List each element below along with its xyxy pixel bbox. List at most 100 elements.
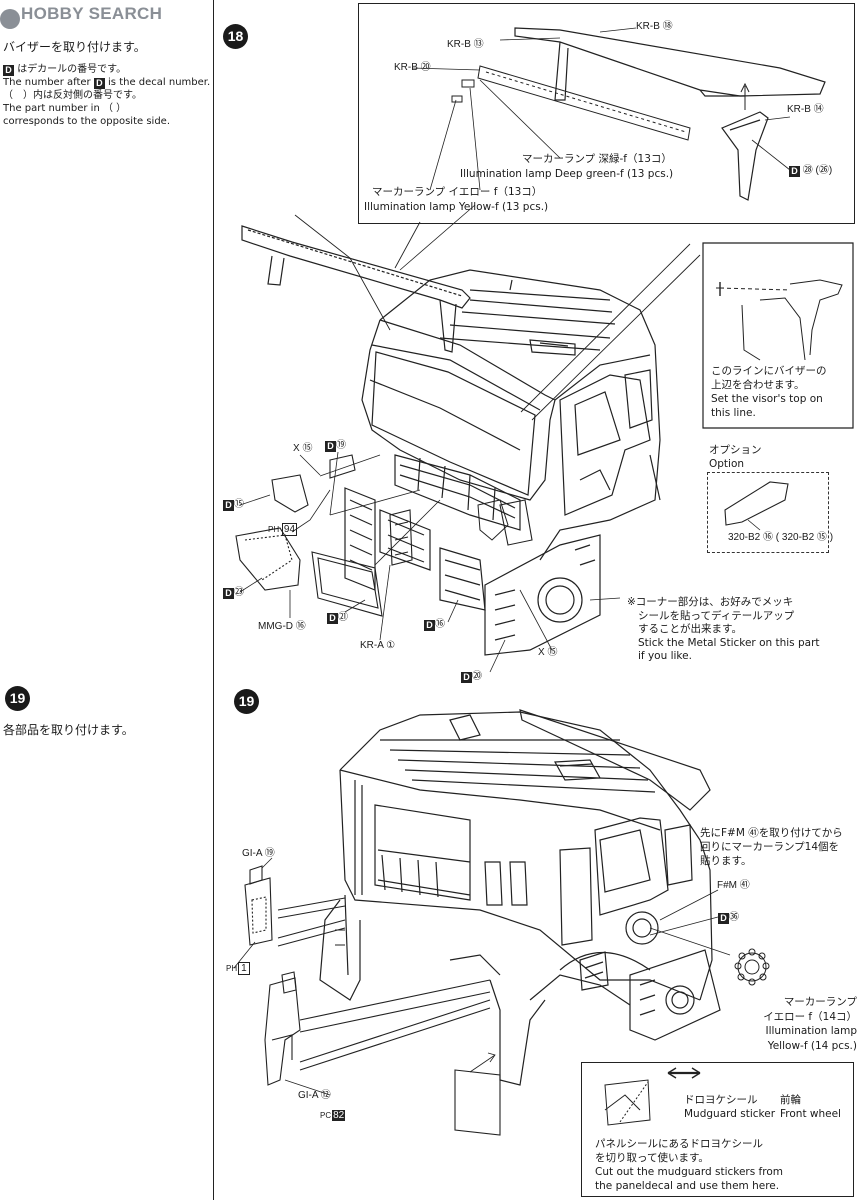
decal-d-icon: D	[789, 166, 800, 177]
step19-badge: 19	[234, 689, 259, 714]
yellow-lamp-en: Illumination lamp Yellow-f (13 pcs.)	[364, 201, 549, 213]
visor-top-line-detail	[716, 279, 843, 361]
option-jp: オプション	[709, 444, 762, 456]
corner-note-jp-2: シールを貼ってディテールアップ	[638, 609, 795, 622]
decal-d-icon: D	[461, 672, 472, 683]
visor-note-en-1: Set the visor's top on	[711, 393, 823, 405]
cut-note-en-2: the paneldecal and use them here.	[595, 1180, 780, 1192]
cut-note-jp-1: パネルシールにあるドロヨケシール	[595, 1138, 763, 1150]
front-wheel-en: Front wheel	[780, 1108, 841, 1120]
mudguard-sticker-sheet	[454, 1069, 501, 1136]
ph94-number: 94	[281, 523, 298, 536]
marker-lamp-strip-kr-b20	[451, 65, 691, 141]
step-18-watermark-badge: 18	[0, 9, 20, 29]
fm61-note: 先にF#M ㊶を取り付けてから 回りにマーカーランプ14個を 貼ります。	[700, 826, 843, 868]
corner-note-jp-1: ※コーナー部分は、お好みでメッキ	[627, 596, 794, 608]
marker-lamp-ring	[734, 948, 770, 986]
corner-note-en-1: Stick the Metal Sticker on this part	[638, 636, 820, 649]
mudguard-cut-note: パネルシールにあるドロヨケシール を切り取って使います。 Cut out the…	[595, 1137, 783, 1193]
option-box	[707, 472, 829, 553]
part-x15-bottom	[499, 499, 533, 546]
decal-d-icon: D	[424, 620, 435, 631]
option-parts-label: 320-B2 ⑯ ( 320-B2 ⑮ )	[728, 532, 834, 543]
green-lamp-jp: マーカーランプ 深緑-f（13コ）	[522, 153, 672, 165]
mudguard-box-art	[604, 1067, 701, 1126]
decal-d-icon: D	[3, 65, 14, 76]
label-kr-b20: KR-B ⑳	[394, 62, 431, 73]
label-gi-a19: GI-A ⑲	[242, 848, 275, 859]
cut-note-jp-2: を切り取って使います。	[595, 1152, 709, 1164]
paren-note-en-1: The part number in （ ）	[3, 103, 127, 114]
decal-d-icon: D	[325, 441, 336, 452]
cut-note-en-1: Cut out the mudguard stickers from	[595, 1166, 783, 1178]
option-heading: オプション Option	[709, 443, 762, 471]
ph-prefix: PH	[268, 525, 280, 534]
part-x15-top	[271, 474, 309, 513]
front-wheel-label: 前輪 Front wheel	[780, 1093, 841, 1121]
column-divider	[213, 0, 214, 1200]
visor-part-kr-b18	[514, 27, 826, 101]
truck-cab-step18	[344, 269, 661, 656]
label-d19-text: ⑲	[336, 440, 346, 451]
part-gi-a12	[264, 977, 301, 1086]
part-gi-a19	[244, 877, 273, 946]
lamp-note-en-2: Yellow-f (14 pcs.)	[767, 1039, 857, 1052]
decal-d-icon: D	[327, 613, 338, 624]
decal-note-en-b: is the decal number.	[108, 77, 211, 88]
decal-d-icon: D	[93, 78, 105, 89]
loose-parts-step18	[235, 454, 533, 617]
ph1-number: 1	[238, 962, 250, 975]
visor-bracket-kr-b14	[721, 82, 769, 201]
step19-sidebar-badge: 19	[5, 686, 30, 711]
mudguard-label: ドロヨケシール Mudguard sticker	[684, 1093, 775, 1121]
label-decal-28-26: D ㉘ (㉖)	[789, 165, 832, 177]
decal-d-icon: D	[223, 588, 234, 599]
visor-note-en-2: this line.	[711, 407, 756, 419]
step18-badge: 18	[223, 24, 248, 49]
truck-cab-step19	[319, 709, 721, 1086]
fm-note-jp-1: 先にF#M ㊶を取り付けてから	[700, 827, 843, 839]
label-kr-b13: KR-B ⑬	[447, 39, 484, 50]
pc82-number: 82	[332, 1110, 346, 1121]
loose-parts-step19	[244, 865, 501, 1136]
label-decal-28-26-text: ㉘ (㉖)	[802, 165, 833, 176]
ph1-prefix: PH	[226, 964, 238, 973]
label-d36-text: ㊱	[729, 912, 739, 923]
decal-note-jp: はデカールの番号です。	[17, 64, 127, 75]
decal-d-icon: D	[718, 913, 729, 924]
part-d19	[329, 454, 356, 479]
label-ph94: PH 94	[268, 523, 298, 536]
hobby-search-logo: HOBBY SEARCH	[21, 4, 163, 23]
corner-note-en-2: if you like.	[638, 650, 692, 662]
label-x15-bottom: X ⑮	[538, 647, 558, 658]
front-wheel-jp: 前輪	[780, 1094, 801, 1106]
fm-note-jp-2: 回りにマーカーランプ14個を	[700, 841, 840, 853]
visor-inset-box	[358, 3, 855, 224]
paren-note-en-2: corresponds to the opposite side.	[3, 116, 170, 127]
visor-line-note: このラインにバイザーの 上辺を合わせます。 Set the visor's to…	[711, 364, 827, 420]
label-d20-text: ⑳	[472, 671, 482, 682]
label-fm61: F#M ㊶	[717, 880, 750, 891]
step19-sidebar-title: 各部品を取り付けます。	[3, 723, 134, 737]
label-kr-a1: KR-A ①	[360, 640, 396, 651]
corner-note-jp-3: することが出来ます。	[638, 623, 742, 635]
label-gi-a12: GI-A ⑫	[298, 1090, 331, 1101]
mudguard-en: Mudguard sticker	[684, 1108, 776, 1120]
visor-on-cab	[241, 225, 471, 353]
label-x15-top: X ⑮	[293, 443, 313, 454]
decal-note: D はデカールの番号です。 The number after D is the …	[3, 63, 210, 128]
decal-note-en-a: The number after	[3, 77, 91, 88]
label-d23-text: ㉓	[234, 587, 244, 598]
decal-d-icon: D	[223, 500, 234, 511]
lamp-note-en-1: Illumination lamp	[765, 1025, 857, 1037]
green-lamp-en: Illumination lamp Deep green-f (13 pcs.)	[460, 168, 674, 180]
part-mmg-d16	[235, 527, 301, 591]
label-kr-b18: KR-B ⑱	[636, 21, 673, 32]
